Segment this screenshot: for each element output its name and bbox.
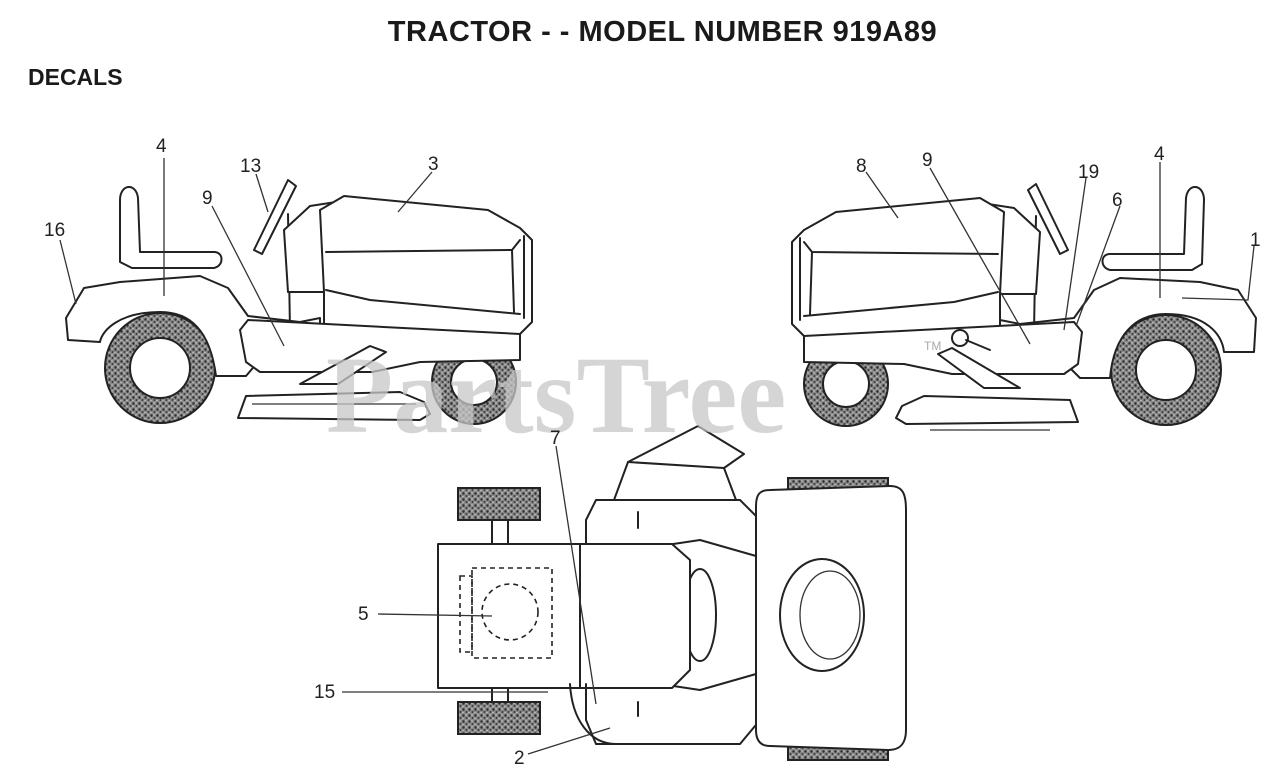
callout-8: 8 (856, 156, 867, 177)
callout-2: 2 (514, 748, 525, 769)
callout-1: 1 (1250, 230, 1261, 251)
callout-7: 7 (550, 428, 561, 449)
callout-15: 15 (314, 682, 335, 703)
callout-5: 5 (358, 604, 369, 625)
callout-9-right: 9 (922, 150, 933, 171)
callout-6: 6 (1112, 190, 1123, 211)
mower-deck (237, 391, 431, 421)
left-side-view (65, 179, 533, 425)
right-side-view (791, 183, 1257, 431)
callout-13: 13 (240, 156, 261, 177)
footboard (239, 319, 521, 373)
callout-19: 19 (1078, 162, 1099, 183)
hood-top (437, 543, 691, 689)
front-left-tire-top (457, 487, 541, 521)
parts-tree-watermark: PartsTree TM (326, 334, 941, 456)
callout-numbers: 16 4 13 9 3 8 9 19 6 4 1 7 5 15 2 (44, 136, 1261, 769)
watermark-text: PartsTree (326, 334, 786, 456)
rear-tire (104, 312, 216, 424)
engine-outline (471, 567, 553, 659)
callout-leaders (59, 158, 1255, 755)
callout-3: 3 (428, 154, 439, 175)
front-right-tire-top (457, 701, 541, 735)
lift-lever-right (937, 347, 1021, 389)
diagram-title: TRACTOR - - MODEL NUMBER 919A89 (387, 16, 938, 48)
seat-top (779, 558, 865, 672)
lift-lever (299, 345, 387, 385)
mower-deck-right (895, 395, 1079, 425)
hood (319, 195, 533, 335)
seat-right (1101, 186, 1205, 271)
watermark-trademark: TM (924, 339, 941, 353)
callout-9-left: 9 (202, 188, 213, 209)
callout-4-left: 4 (156, 136, 167, 157)
steering-wheel (253, 179, 297, 255)
steering-wheel-right (1027, 183, 1069, 255)
callout-16: 16 (44, 220, 65, 241)
seat (119, 186, 223, 269)
footboard-right (803, 321, 1083, 375)
section-label: DECALS (28, 64, 123, 90)
callout-4-right: 4 (1154, 144, 1165, 165)
top-view (437, 425, 907, 761)
hood-right (791, 197, 1005, 337)
